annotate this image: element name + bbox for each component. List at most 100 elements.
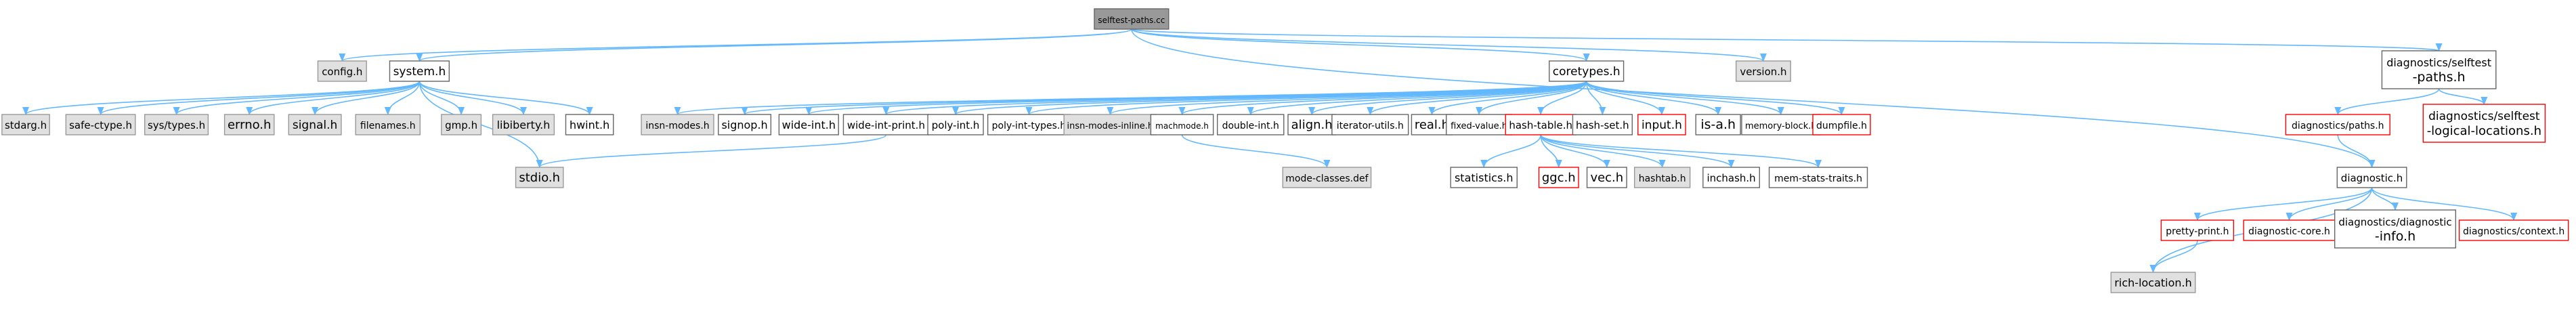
node-box (317, 60, 367, 82)
node-label: selftest-paths.cc (1098, 16, 1165, 25)
node-libiberty-h[interactable]: libiberty.h (492, 114, 555, 135)
node-label: hashtab.h (1639, 173, 1686, 184)
node-box (1216, 114, 1285, 135)
node-label: is-a.h (1700, 117, 1736, 132)
node-vec-h[interactable]: vec.h (1586, 167, 1627, 188)
node-box (2336, 167, 2407, 188)
node-errno-h[interactable]: errno.h (223, 114, 275, 135)
node-system-h[interactable]: system.h (389, 60, 450, 82)
node-ggc-h[interactable]: ggc.h (1538, 167, 1579, 188)
edge-system_h-to-signal_h (312, 81, 421, 115)
node-box (2160, 219, 2235, 241)
node-hash-table-h[interactable]: hash-table.h (1505, 114, 1576, 135)
node-poly-int-types-h[interactable]: poly-int-types.h (987, 114, 1071, 135)
node-box (1450, 167, 1518, 188)
node-real-h[interactable]: real.h (1411, 114, 1453, 135)
node-label: mem-stats-traits.h (1774, 173, 1862, 184)
node-label: insn-modes-inline.h (1067, 121, 1154, 131)
node-align-h[interactable]: align.h (1287, 114, 1337, 135)
node-label: iterator-utils.h (1337, 121, 1404, 131)
node-selftest-paths-cc[interactable]: selftest-paths.cc (1094, 8, 1169, 30)
node-memory-block-h[interactable]: memory-block.h (1741, 114, 1821, 135)
node-filenames-h[interactable]: filenames.h (355, 114, 421, 135)
edge-coretypes_h-to-fixed_value_h (1476, 81, 1587, 115)
node-version-h[interactable]: version.h (1735, 60, 1791, 82)
node-diagnostic-core-h[interactable]: diagnostic-core.h (2243, 219, 2336, 241)
node-label: gmp.h (445, 119, 477, 131)
node-is-a-h[interactable]: is-a.h (1695, 114, 1741, 135)
edge-diagnostic_h-to-diag_context_h (2371, 187, 2518, 221)
edge-selftest_paths_cc-to-system_h (416, 28, 1132, 62)
node-label: align.h (1291, 118, 1333, 132)
node-label: coretypes.h (1553, 65, 1620, 79)
node-dumpfile-h[interactable]: dumpfile.h (1812, 114, 1871, 135)
node-fixed-value-h[interactable]: fixed-value.h (1446, 114, 1513, 135)
node-poly-int-h[interactable]: poly-int.h (927, 114, 984, 135)
node-label: fixed-value.h (1451, 121, 1507, 131)
edge-hash_table_h-to-ggc_h (1540, 134, 1562, 168)
node-box (492, 114, 555, 135)
node-safe-ctype-h[interactable]: safe-ctype.h (65, 114, 136, 135)
edge-selftest_paths_cc-to-diagnostic_h (1131, 28, 2376, 168)
edge-diagnostic_h-to-pretty_print_h (2193, 187, 2373, 221)
edge-selftest_paths_cc-to-config_h (339, 28, 1132, 62)
node-box (2334, 209, 2457, 249)
node-box (2243, 219, 2336, 241)
node-hash-set-h[interactable]: hash-set.h (1572, 114, 1633, 135)
node-diagnostic-h[interactable]: diagnostic.h (2336, 167, 2407, 188)
node-gmp-h[interactable]: gmp.h (441, 114, 482, 135)
node-config-h[interactable]: config.h (317, 60, 367, 82)
node-wide-int-print-h[interactable]: wide-int-print.h (842, 114, 930, 135)
node-box (2381, 50, 2497, 89)
node-stdio-h[interactable]: stdio.h (515, 167, 564, 188)
node-label: diagnostics/selftest (2386, 56, 2491, 69)
node-box (1411, 114, 1453, 135)
edge-hash_table_h-to-inchash_h (1540, 134, 1735, 168)
node-diag-context-h[interactable]: diagnostics/context.h (2458, 219, 2569, 241)
node-diag-selftest-logical-h[interactable]: diagnostics/selftest-logical-locations.h (2422, 104, 2546, 143)
node-double-int-h[interactable]: double-int.h (1216, 114, 1285, 135)
node-rich-location-h[interactable]: rich-location.h (2110, 272, 2196, 293)
node-insn-modes-h[interactable]: insn-modes.h (641, 114, 714, 135)
edge-system_h-to-stdarg_h (22, 81, 421, 115)
node-label: dumpfile.h (1816, 121, 1867, 131)
node-mem-stats-traits-h[interactable]: mem-stats-traits.h (1768, 167, 1868, 188)
node-diag-diagnostic-info-h[interactable]: diagnostics/diagnostic-info.h (2334, 209, 2457, 249)
node-label: errno.h (228, 118, 271, 132)
node-iterator-utils-h[interactable]: iterator-utils.h (1331, 114, 1409, 135)
node-label: real.h (1415, 118, 1449, 132)
node-insn-modes-inline-h[interactable]: insn-modes-inline.h (1063, 114, 1157, 135)
node-inchash-h[interactable]: inchash.h (1702, 167, 1761, 188)
edge-hash_table_h-to-vec_h (1540, 134, 1610, 168)
node-stdarg-h[interactable]: stdarg.h (1, 114, 50, 135)
node-signop-h[interactable]: signop.h (718, 114, 772, 135)
node-label: filenames.h (360, 121, 416, 131)
node-box (1735, 60, 1791, 82)
node-diag-paths-h[interactable]: diagnostics/paths.h (2285, 114, 2390, 135)
edge-selftest_paths_cc-to-version_h (1131, 28, 1767, 62)
node-pretty-print-h[interactable]: pretty-print.h (2160, 219, 2235, 241)
edge-hash_table_h-to-hashtab_h (1540, 134, 1666, 168)
node-label: signop.h (721, 119, 767, 131)
edge-coretypes_h-to-input_h (1585, 81, 1665, 115)
node-box (2422, 104, 2546, 143)
edge-coretypes_h-to-dumpfile_h (1585, 81, 1845, 115)
node-coretypes-h[interactable]: coretypes.h (1549, 60, 1625, 82)
node-hwint-h[interactable]: hwint.h (565, 114, 614, 135)
node-label: vec.h (1590, 171, 1623, 185)
edge-diag_paths_h-to-diagnostic_h (2337, 134, 2376, 168)
node-box (1741, 114, 1821, 135)
node-label: pretty-print.h (2166, 226, 2229, 237)
node-statistics-h[interactable]: statistics.h (1450, 167, 1518, 188)
node-input-h[interactable]: input.h (1637, 114, 1686, 135)
node-diag-selftest-paths-h[interactable]: diagnostics/selftest-paths.h (2381, 50, 2497, 89)
node-machmode-h[interactable]: machmode.h (1150, 114, 1214, 135)
node-wide-int-h[interactable]: wide-int.h (778, 114, 839, 135)
node-sys-types-h[interactable]: sys/types.h (144, 114, 209, 135)
node-mode-classes-def[interactable]: mode-classes.def (1282, 167, 1372, 188)
node-signal-h[interactable]: signal.h (288, 114, 342, 135)
node-label: inchash.h (1706, 172, 1755, 184)
node-hashtab-h[interactable]: hashtab.h (1633, 167, 1691, 188)
edge-system_h-to-sys_types_h (173, 81, 421, 115)
